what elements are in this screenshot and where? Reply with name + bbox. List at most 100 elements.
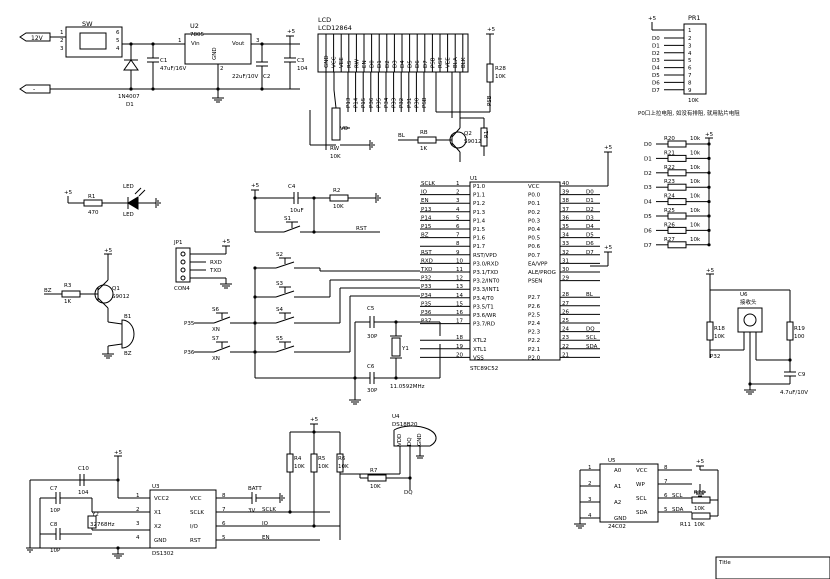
mcu-net-label: P35 xyxy=(421,301,432,307)
mcu-pin-name: P0.2 xyxy=(528,210,540,216)
svg-text:B1: B1 xyxy=(124,314,131,320)
svg-text:XN: XN xyxy=(212,327,220,333)
mcu-net-label: D2 xyxy=(586,207,594,213)
mcu-pin-num: 37 xyxy=(562,207,569,213)
buzzer-b1 xyxy=(121,319,135,349)
mcu-pin-name: P2.0 xyxy=(528,355,541,361)
mcu-pin-name: P0.6 xyxy=(528,244,541,250)
mcu-net-label: P32 xyxy=(421,276,431,282)
svg-text:32768Hz: 32768Hz xyxy=(90,522,115,528)
svg-text:GND: GND xyxy=(212,47,218,60)
led-diode xyxy=(127,196,139,210)
mcu-pin-name: P0.5 xyxy=(528,236,541,242)
lcd-pin-label: D4 xyxy=(400,60,406,68)
title-label: Title xyxy=(718,560,731,566)
pr1-pin-num: 7 xyxy=(688,73,692,79)
svg-text:+5: +5 xyxy=(487,27,496,33)
svg-text:S9012: S9012 xyxy=(112,294,130,300)
buzzer-driver: +5 BZ R3 1K Q1 S9012 B1 BZ xyxy=(44,248,135,359)
svg-text:X2: X2 xyxy=(154,524,161,530)
svg-text:C10: C10 xyxy=(78,466,89,472)
svg-text:30P: 30P xyxy=(367,388,378,394)
svg-text:-: - xyxy=(33,86,35,93)
mcu-net-label: SDA xyxy=(586,344,598,350)
pr1-net-label: D2 xyxy=(652,51,660,57)
svg-text:I/O: I/O xyxy=(190,524,198,530)
svg-text:10K: 10K xyxy=(338,464,349,470)
svg-text:S9012: S9012 xyxy=(464,139,482,145)
mcu-pin-num: 20 xyxy=(456,352,463,358)
svg-text:10uF: 10uF xyxy=(290,208,304,214)
svg-text:XN: XN xyxy=(212,356,220,362)
mcu-pin-name: P2.4 xyxy=(528,321,541,327)
svg-text:10K: 10K xyxy=(714,334,725,340)
pullup-ref: R25 xyxy=(664,208,675,214)
svg-text:S7: S7 xyxy=(212,336,219,342)
mcu-net-label: P15 xyxy=(421,224,432,230)
pullup-ref: R20 xyxy=(664,136,675,142)
svg-text:10P: 10P xyxy=(50,508,61,514)
svg-text:GND: GND xyxy=(154,538,167,544)
lcd-port-label: P36 xyxy=(369,97,375,108)
mcu-pin-name: P2.6 xyxy=(528,304,541,310)
svg-text:10K: 10K xyxy=(694,522,705,528)
r10-resistor xyxy=(691,496,711,504)
mcu-pin-num: 34 xyxy=(562,233,569,239)
r1-resistor xyxy=(83,199,103,207)
svg-text:Q2: Q2 xyxy=(464,131,472,137)
svg-text:6: 6 xyxy=(222,521,226,527)
mcu-pin-num: 6 xyxy=(456,224,460,230)
pullup-val: 10k xyxy=(690,179,701,185)
svg-text:DQ: DQ xyxy=(404,490,413,496)
lcd-port-label: P34 xyxy=(384,97,390,108)
svg-text:RST: RST xyxy=(356,226,367,232)
svg-text:7: 7 xyxy=(222,507,226,513)
pullup-net: D2 xyxy=(644,171,652,177)
svg-text:VDD: VDD xyxy=(397,434,403,446)
svg-text:+5: +5 xyxy=(696,459,705,465)
svg-text:C8: C8 xyxy=(50,522,58,528)
pr1-pin-num: 9 xyxy=(688,88,692,94)
mcu-net-label: P36 xyxy=(421,310,432,316)
r2-resistor xyxy=(329,194,349,202)
svg-text:30P: 30P xyxy=(367,334,378,340)
mcu-pin-num: 36 xyxy=(562,215,569,221)
mcu-crystal: C5 30P C6 30P Y1 11.0592MHz xyxy=(349,306,441,405)
pr1-pin-num: 6 xyxy=(688,66,692,72)
svg-text:R1: R1 xyxy=(88,194,95,200)
svg-text:R18: R18 xyxy=(714,326,725,332)
svg-text:C7: C7 xyxy=(50,486,58,492)
power-led: +5 R1 470 LED LED xyxy=(64,184,161,218)
pr1-net-label: D0 xyxy=(652,36,660,42)
c3-value: 104 xyxy=(297,66,308,72)
mcu-pin-name: P1.3 xyxy=(473,210,486,216)
svg-text:P32: P32 xyxy=(710,354,720,360)
svg-text:7: 7 xyxy=(664,479,668,485)
c1-value: 47uF/16V xyxy=(160,66,186,72)
pullup-net: D3 xyxy=(644,185,652,191)
mcu-pin-num: 26 xyxy=(562,309,569,315)
mcu-body xyxy=(469,181,561,361)
svg-text:5: 5 xyxy=(664,507,668,513)
key-ref: S2 xyxy=(276,252,283,258)
svg-text:4: 4 xyxy=(116,46,120,52)
svg-text:4.7uF/10V: 4.7uF/10V xyxy=(780,390,808,396)
svg-text:EN: EN xyxy=(262,535,270,541)
svg-text:3: 3 xyxy=(136,521,140,527)
mcu-pin-num: 35 xyxy=(562,224,569,230)
svg-text:+5: +5 xyxy=(310,417,319,423)
mcu-pin-num: 40 xyxy=(562,181,569,187)
mcu-pin-num: 15 xyxy=(456,301,463,307)
svg-text:R10: R10 xyxy=(694,490,705,496)
lcd-pin-label: RS xyxy=(347,60,353,68)
mcu-pin-num: 19 xyxy=(456,344,463,350)
key-ref: S3 xyxy=(276,281,283,287)
svg-text:Q1: Q1 xyxy=(112,286,120,292)
mcu-pin-num: 21 xyxy=(562,352,569,358)
svg-text:10K: 10K xyxy=(688,98,699,104)
svg-text:4: 4 xyxy=(136,535,140,541)
svg-text:Y1: Y1 xyxy=(401,346,409,352)
